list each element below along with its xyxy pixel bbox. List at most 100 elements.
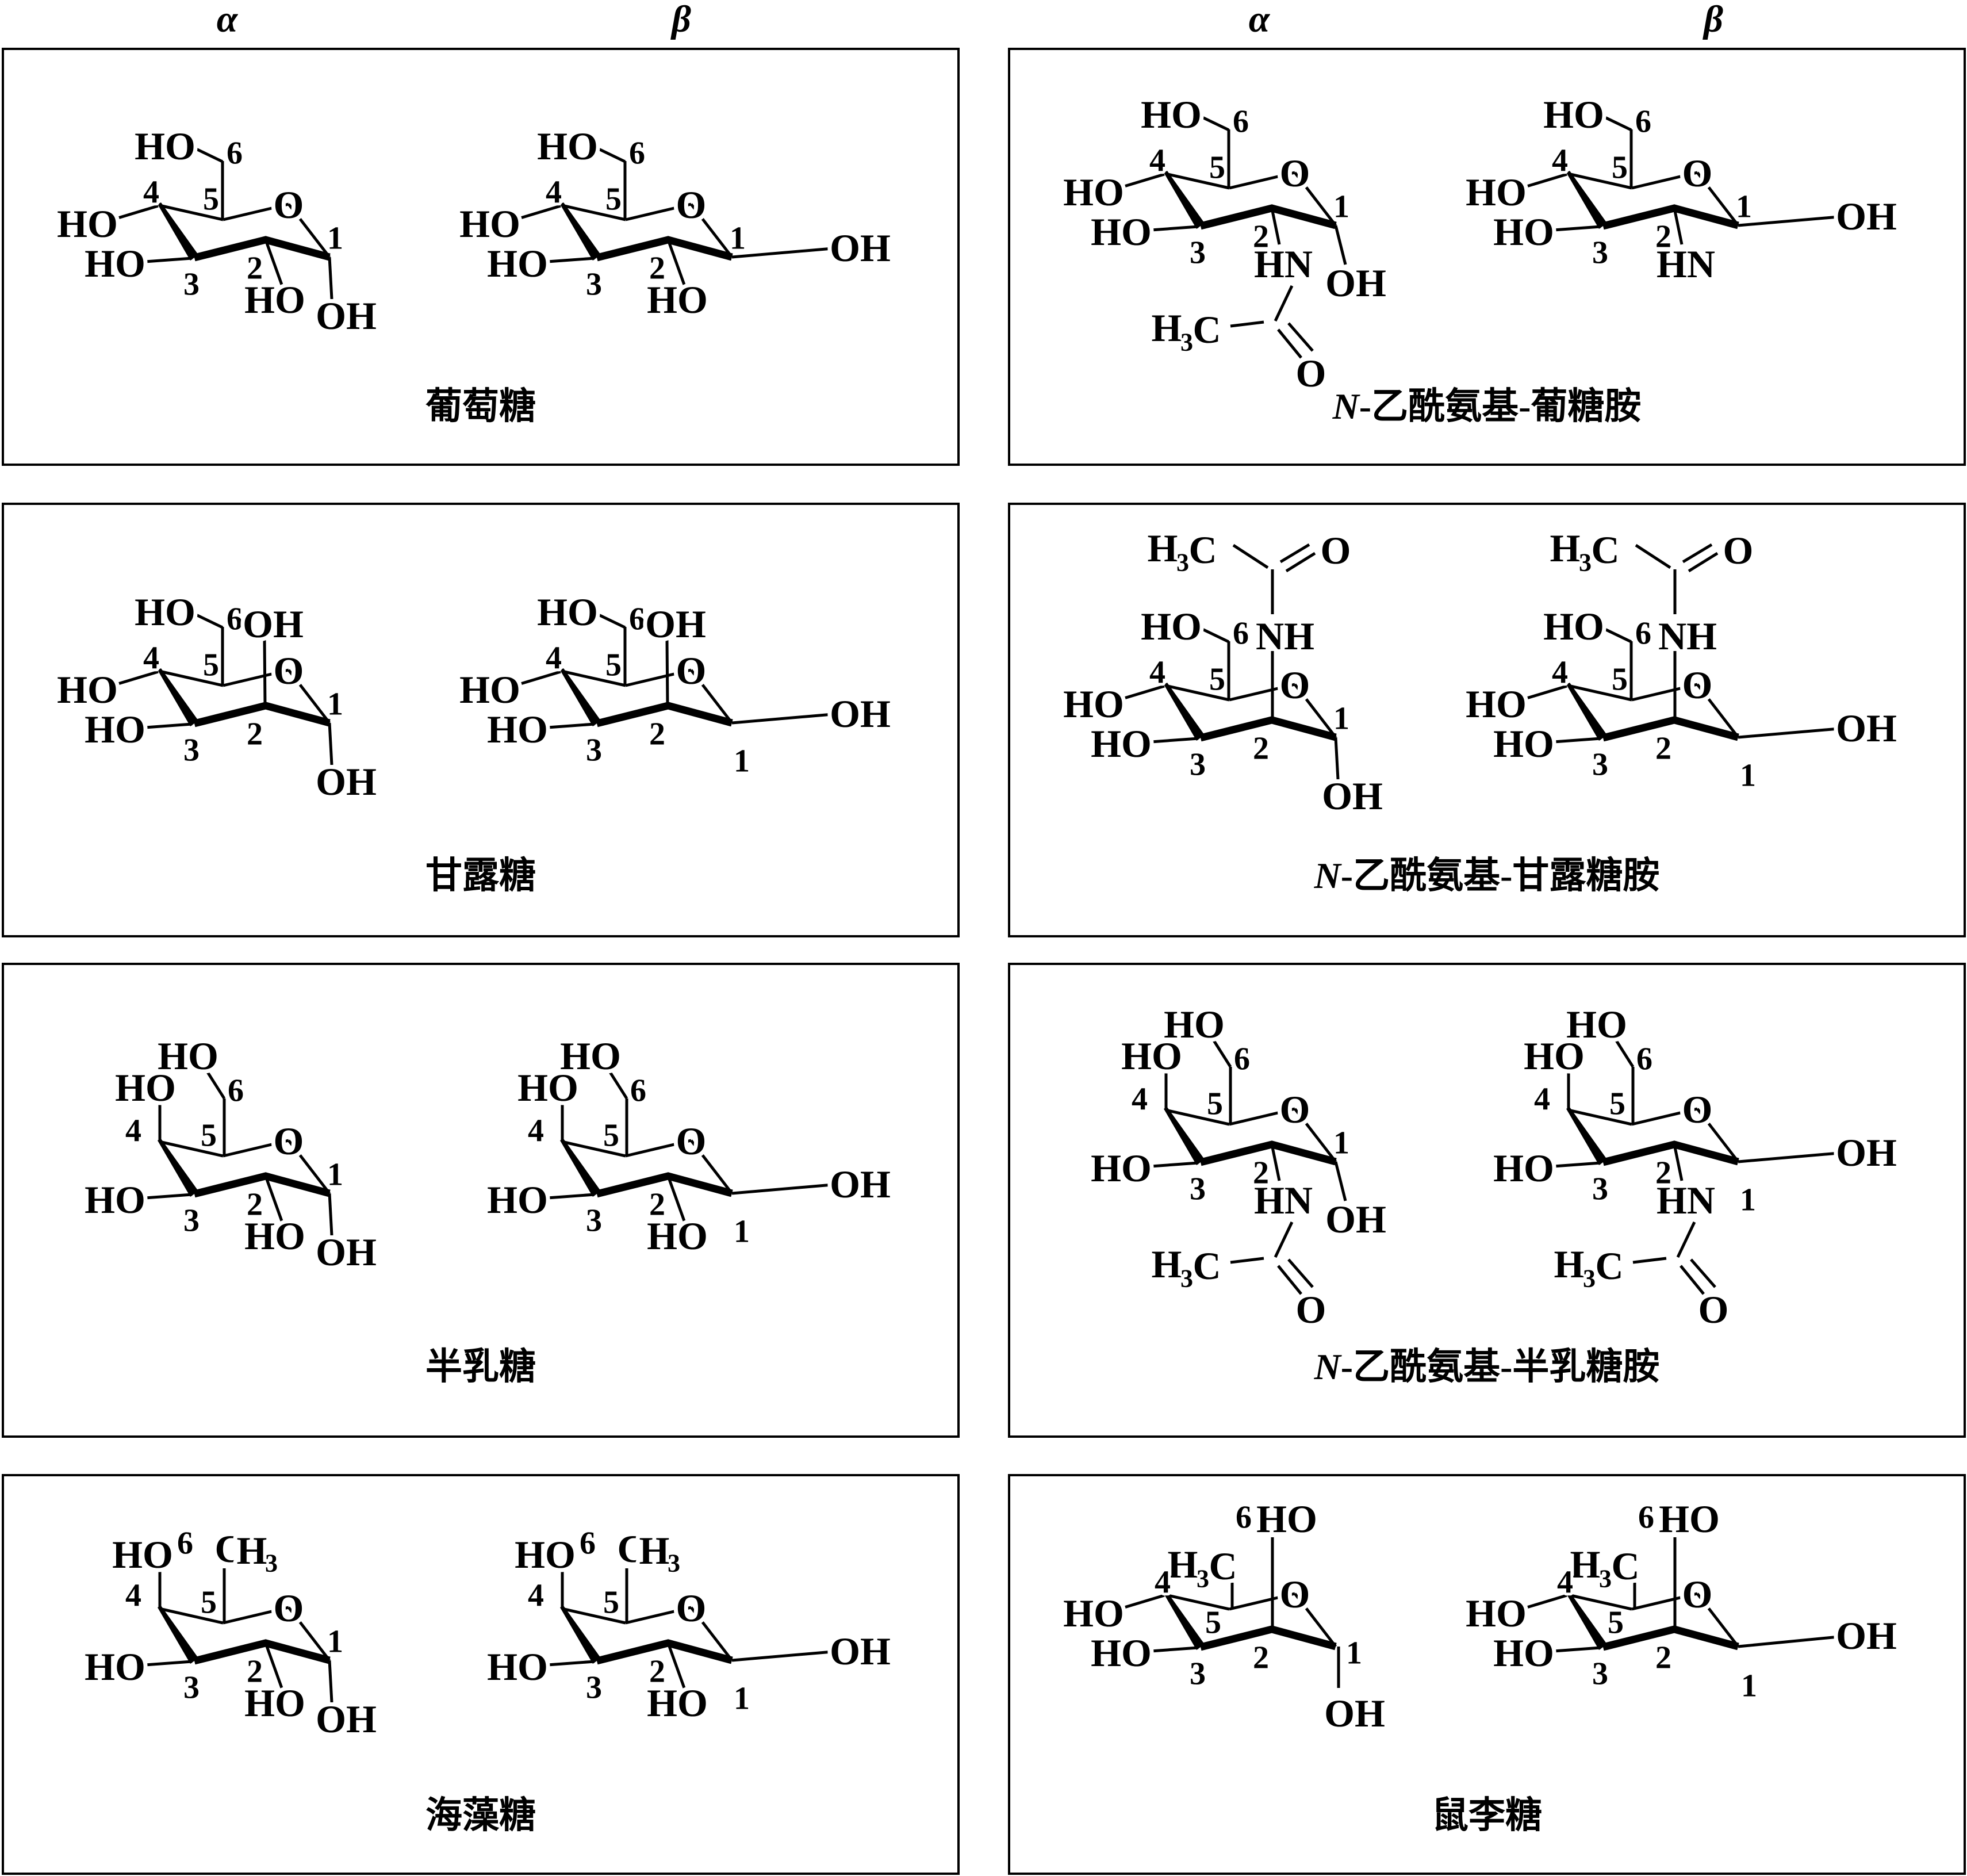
bond [1612, 1036, 1635, 1068]
atom-label: 6 [1236, 1500, 1252, 1536]
atom-label: O [274, 649, 304, 692]
bond [1600, 626, 1632, 644]
bond [116, 670, 159, 686]
atom-label: HO [1466, 682, 1527, 726]
atom-label: 2 [1253, 1155, 1269, 1191]
atom-label: 4 [546, 175, 562, 210]
caption-galactose: 半乳糖 [425, 1346, 536, 1387]
atom-label: C [1209, 1544, 1237, 1588]
bond [223, 668, 289, 687]
panel-glucose [2, 48, 960, 466]
atom-label: HO [1524, 1034, 1585, 1078]
atom-label: HO [244, 278, 305, 321]
atom-label: 4 [1552, 143, 1568, 179]
ring-wedge-bond [158, 1606, 198, 1664]
bond [1738, 1635, 1839, 1648]
atom-label: 4 [143, 641, 159, 676]
bond [1631, 1107, 1698, 1126]
atom-label: HO [487, 1178, 548, 1222]
atom-label: HO [515, 1533, 576, 1576]
atom-label: 6 [1234, 1042, 1250, 1077]
atom-label: 1 [730, 221, 746, 256]
atom-label: OH [830, 1162, 891, 1206]
bond [328, 1660, 333, 1703]
bond [1274, 285, 1294, 322]
bond [561, 1607, 626, 1625]
atom-label: HO [1256, 1497, 1317, 1541]
bond [1230, 1257, 1264, 1264]
atom-label: 6 [629, 136, 645, 171]
bond [1553, 737, 1601, 744]
atom-label: H [1168, 1542, 1198, 1586]
atom-label: OH [243, 602, 304, 646]
bond [1277, 1265, 1302, 1295]
ring-wedge-bond [158, 668, 198, 726]
atom-label: HO [1466, 170, 1527, 214]
bond [223, 1139, 289, 1158]
atom-label: 6 [629, 602, 645, 637]
atom-label: 4 [1149, 655, 1165, 691]
bond [1738, 215, 1839, 227]
bond [1270, 208, 1281, 245]
atom-label: 2 [1253, 731, 1269, 767]
atom-label: HO [244, 1681, 305, 1725]
bond [625, 202, 692, 221]
atom-label: HO [1063, 1591, 1124, 1635]
bond [1198, 114, 1230, 132]
atom-label: 2 [1253, 219, 1269, 255]
bond [1210, 1036, 1232, 1068]
bond [1682, 543, 1713, 564]
atom-label: 2 [1655, 731, 1671, 767]
atom-label: OH [830, 1629, 891, 1673]
atom-label: HO [1141, 604, 1202, 648]
atom-label: 4 [546, 641, 562, 676]
bond [1635, 543, 1671, 569]
atom-label: 4 [1155, 1565, 1171, 1601]
atom-label: O [676, 649, 707, 692]
atom-label: 4 [1557, 1565, 1573, 1601]
atom-label: 3 [1180, 1264, 1193, 1292]
atom-label: 2 [1655, 1155, 1671, 1191]
atom-label: 1 [734, 744, 750, 779]
atom-label: 1 [327, 1624, 343, 1660]
panel-fucose [2, 1474, 960, 1875]
bond [666, 1176, 686, 1222]
ring-front-bold-bond [1602, 204, 1739, 230]
atom-label: OH [316, 294, 377, 338]
atom-label: 5 [203, 648, 219, 683]
bond [690, 669, 733, 724]
atom-label: C [1595, 1244, 1623, 1288]
bond [1122, 173, 1165, 189]
bond [1198, 626, 1230, 644]
atom-label: HO [1091, 210, 1152, 254]
bond [1270, 1144, 1281, 1181]
bond [1229, 683, 1295, 702]
atom-label: HN [1254, 1178, 1313, 1222]
atom-label: 1 [734, 1214, 750, 1250]
atom-label: 4 [1534, 1082, 1550, 1117]
ring-wedge-bond [1164, 171, 1205, 229]
bond [731, 247, 833, 259]
ring-wedge-bond [1164, 683, 1205, 741]
atom-label: HO [85, 1645, 145, 1689]
atom-label: 2 [1655, 219, 1671, 255]
atom-label: 4 [1552, 655, 1568, 691]
atom-label: 3 [183, 733, 200, 768]
atom-label: 6 [177, 1526, 193, 1561]
atom-label: HO [85, 707, 145, 751]
atom-label: HO [1466, 1591, 1527, 1635]
bond [690, 1139, 733, 1194]
atom-label: 1 [734, 1681, 750, 1717]
ring-front-bold-bond [193, 1639, 331, 1665]
bond [1567, 172, 1632, 190]
atom-label: OH [1836, 706, 1897, 750]
bond [561, 1140, 626, 1158]
atom-label: 2 [649, 1187, 665, 1223]
atom-label: HO [487, 242, 548, 285]
atom-label: 5 [1608, 1605, 1624, 1641]
